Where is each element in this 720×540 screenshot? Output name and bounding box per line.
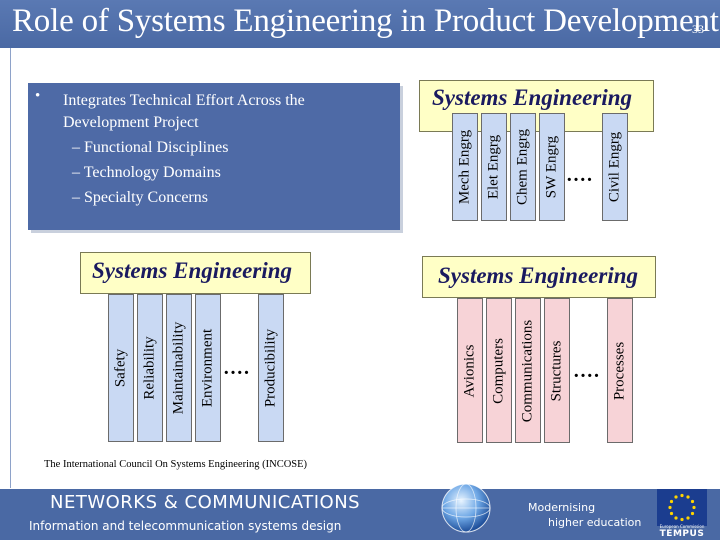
- concern-label: Producibility: [263, 329, 280, 407]
- slide-number: 33: [692, 22, 704, 37]
- concern-label: Maintainability: [171, 322, 188, 414]
- discipline-label: SW Engrg: [544, 136, 561, 198]
- discipline-label: Elet Engrg: [486, 135, 503, 199]
- concern-label: Reliability: [142, 336, 159, 399]
- discipline-box: SW Engrg: [539, 113, 565, 221]
- domain-label: Communications: [520, 319, 537, 422]
- se-title-functional: Systems Engineering: [432, 85, 632, 111]
- footer-title: NETWORKS & COMMUNICATIONS: [50, 492, 360, 513]
- domain-box: Processes: [607, 298, 633, 443]
- ellipsis: ….: [573, 360, 600, 383]
- concern-box: Reliability: [137, 294, 163, 442]
- concern-label: Safety: [113, 349, 130, 387]
- tempus-logo-text: TEMPUS: [657, 529, 707, 539]
- concern-box: Environment: [195, 294, 221, 442]
- domain-label: Processes: [612, 341, 629, 399]
- domain-label: Structures: [549, 340, 566, 401]
- sub-bullet: – Specialty Concerns: [72, 185, 208, 210]
- ellipsis: ….: [566, 164, 593, 187]
- domain-label: Avionics: [462, 344, 479, 397]
- concern-box: Maintainability: [166, 294, 192, 442]
- domain-box: Communications: [515, 298, 541, 443]
- sub-bullet: – Technology Domains: [72, 160, 221, 185]
- se-title-specialty: Systems Engineering: [92, 258, 292, 284]
- discipline-label: Civil Engrg: [607, 132, 624, 202]
- discipline-box: Chem Engrg: [510, 113, 536, 221]
- concern-box: Producibility: [258, 294, 284, 442]
- eu-flag-icon: [657, 489, 707, 526]
- left-divider: [10, 48, 11, 488]
- footer-subtitle: Information and telecommunication system…: [29, 519, 341, 533]
- se-title-technology: Systems Engineering: [438, 263, 638, 289]
- slide-title: Role of Systems Engineering in Product D…: [12, 3, 719, 40]
- domain-box: Avionics: [457, 298, 483, 443]
- concern-box: Safety: [108, 294, 134, 442]
- bullet-dot-icon: •: [35, 88, 40, 105]
- domain-label: Computers: [491, 338, 508, 404]
- discipline-label: Chem Engrg: [515, 129, 532, 205]
- modernising-text: Modernising higher education: [528, 500, 641, 530]
- source-caption: The International Council On Systems Eng…: [44, 459, 307, 470]
- discipline-box: Elet Engrg: [481, 113, 507, 221]
- domain-box: Computers: [486, 298, 512, 443]
- sub-bullet: – Functional Disciplines: [72, 135, 228, 160]
- modernising-line: Modernising: [528, 500, 641, 515]
- discipline-box: Civil Engrg: [602, 113, 628, 221]
- globe-icon: [440, 482, 492, 534]
- discipline-box: Mech Engrg: [452, 113, 478, 221]
- ellipsis: ….: [223, 357, 250, 380]
- bullet-main-cont: Development Project: [63, 110, 199, 135]
- domain-box: Structures: [544, 298, 570, 443]
- concern-label: Environment: [200, 329, 217, 407]
- modernising-line: higher education: [528, 515, 641, 530]
- discipline-label: Mech Engrg: [457, 130, 474, 204]
